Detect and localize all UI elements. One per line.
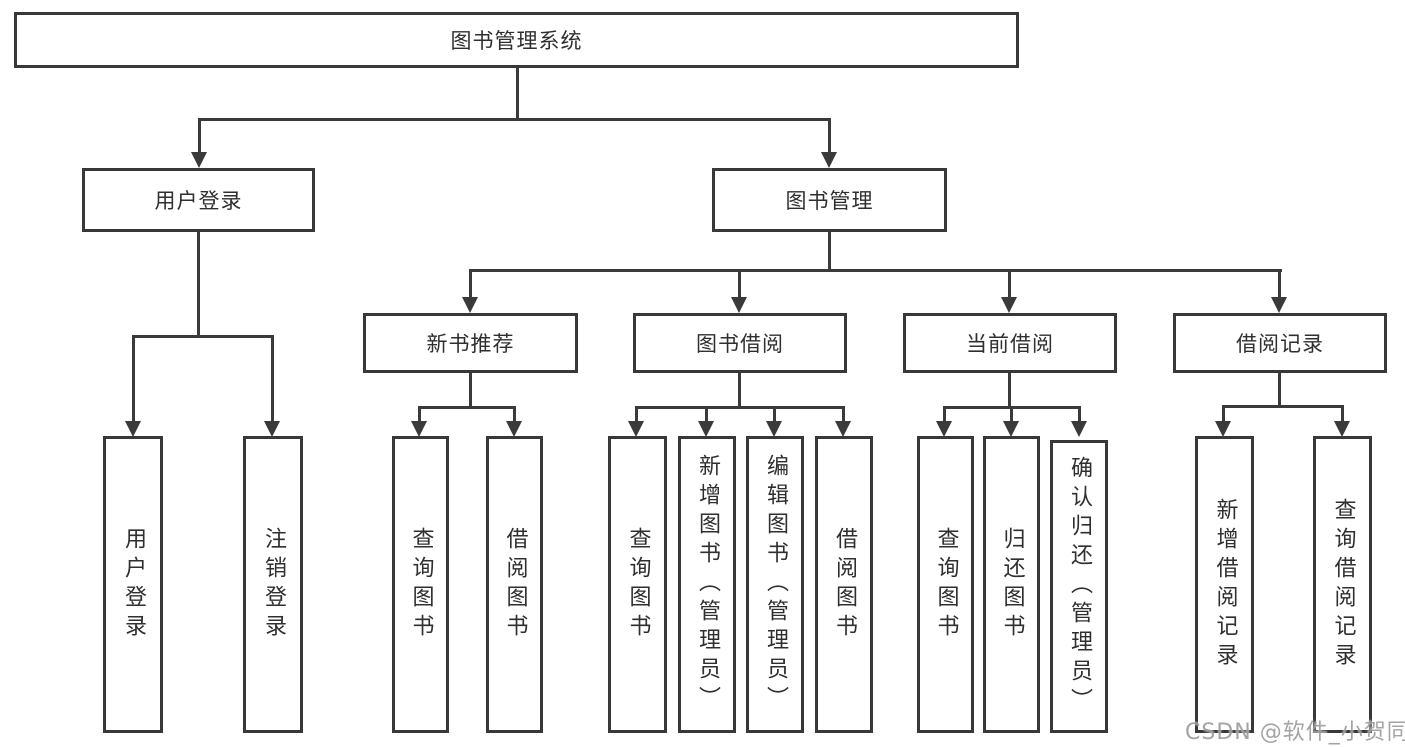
connector-drop xyxy=(1078,406,1081,421)
leaf-query-books-borrow: 查询图书 xyxy=(608,436,667,733)
connector-drop xyxy=(773,406,776,421)
connector-drop xyxy=(842,406,845,421)
connector-drop xyxy=(418,406,421,421)
connector-drop xyxy=(1341,405,1344,421)
connector-drop xyxy=(738,269,741,297)
leaf-label: 确认归还（管理员） xyxy=(1067,456,1092,717)
connector-drop xyxy=(1222,405,1225,421)
connector-drop xyxy=(635,406,638,421)
leaf-edit-book-admin: 编辑图书（管理员） xyxy=(746,436,804,733)
connector-bookmgmt-stem xyxy=(828,232,831,272)
arrow-down-icon xyxy=(1334,421,1350,437)
leaf-label: 查询图书 xyxy=(408,526,434,643)
connector-bar xyxy=(418,406,516,409)
arrow-down-icon xyxy=(821,152,837,168)
connector-drop xyxy=(271,335,274,421)
node-root-label: 图书管理系统 xyxy=(450,29,583,53)
leaf-add-borrow-record: 新增借阅记录 xyxy=(1195,436,1254,733)
leaf-label: 查询图书 xyxy=(625,526,651,643)
node-user-login: 用户登录 xyxy=(82,168,315,232)
csdn-watermark: CSDN @软件_小贺同学 xyxy=(1185,720,1405,745)
connector-drop xyxy=(1278,269,1281,297)
arrow-down-icon xyxy=(731,297,747,313)
arrow-down-icon xyxy=(411,421,427,437)
node-current-borrow: 当前借阅 xyxy=(903,313,1117,373)
leaf-return-book: 归还图书 xyxy=(983,436,1040,733)
connector-userlogin-stem xyxy=(197,232,200,335)
leaf-user-login-label: 用户登录 xyxy=(121,526,146,643)
leaf-query-books-current: 查询图书 xyxy=(917,436,974,733)
connector-stem xyxy=(469,373,472,408)
arrow-down-icon xyxy=(766,421,782,437)
leaf-borrow-books-recommend: 借阅图书 xyxy=(486,436,543,733)
leaf-logout: 注销登录 xyxy=(243,436,303,733)
arrow-down-icon xyxy=(264,421,280,437)
leaf-query-books-recommend: 查询图书 xyxy=(392,436,449,733)
leaf-label: 归还图书 xyxy=(999,526,1025,643)
connector-drop xyxy=(469,269,472,297)
arrow-down-icon xyxy=(628,421,644,437)
connector-stem xyxy=(1008,373,1011,408)
arrow-down-icon xyxy=(462,297,478,313)
arrow-down-icon xyxy=(125,421,141,437)
arrow-down-icon xyxy=(835,421,851,437)
leaf-borrow-book: 借阅图书 xyxy=(815,436,873,733)
node-borrow-records-label: 借阅记录 xyxy=(1236,332,1324,356)
node-current-borrow-label: 当前借阅 xyxy=(966,332,1054,356)
connector-stem xyxy=(1278,373,1281,407)
connector-drop xyxy=(132,335,135,421)
arrow-down-icon xyxy=(1215,421,1231,437)
connector-bar xyxy=(635,406,845,409)
connector-drop xyxy=(705,406,708,421)
node-root: 图书管理系统 xyxy=(14,12,1019,68)
leaf-confirm-return-admin: 确认归还（管理员） xyxy=(1050,440,1108,733)
connector-root-bar xyxy=(198,118,831,121)
node-book-management-label: 图书管理 xyxy=(785,189,874,213)
node-user-login-label: 用户登录 xyxy=(154,189,243,213)
leaf-user-login: 用户登录 xyxy=(103,436,163,733)
arrow-down-icon xyxy=(1001,297,1017,313)
connector-bookmgmt-bar xyxy=(469,269,1282,272)
arrow-down-icon xyxy=(1003,421,1019,437)
leaf-label: 借阅图书 xyxy=(832,526,857,643)
node-book-borrow-label: 图书借阅 xyxy=(696,332,784,356)
leaf-label: 查询图书 xyxy=(933,526,959,643)
leaf-label: 编辑图书（管理员） xyxy=(763,454,788,715)
node-borrow-records: 借阅记录 xyxy=(1173,313,1387,373)
arrow-down-icon xyxy=(698,421,714,437)
connector-userlogin-bar xyxy=(132,335,274,338)
connector-root-stem xyxy=(516,68,519,119)
leaf-label: 新增图书（管理员） xyxy=(695,454,720,715)
leaf-label: 新增借阅记录 xyxy=(1212,497,1238,672)
arrow-down-icon xyxy=(191,152,207,168)
leaf-label: 查询借阅记录 xyxy=(1330,497,1356,672)
connector-drop-book-mgmt xyxy=(828,118,831,152)
leaf-label: 借阅图书 xyxy=(502,526,528,643)
arrow-down-icon xyxy=(1271,297,1287,313)
connector-stem xyxy=(738,373,741,408)
connector-drop xyxy=(1010,406,1013,421)
arrow-down-icon xyxy=(1071,421,1087,437)
node-book-management: 图书管理 xyxy=(712,168,947,232)
arrow-down-icon xyxy=(506,421,522,437)
node-book-borrow: 图书借阅 xyxy=(633,313,847,373)
leaf-query-borrow-record: 查询借阅记录 xyxy=(1313,436,1372,733)
connector-drop-user-login xyxy=(198,118,201,152)
leaf-logout-label: 注销登录 xyxy=(261,526,286,643)
arrow-down-icon xyxy=(936,421,952,437)
node-new-book-recommend: 新书推荐 xyxy=(363,313,578,373)
connector-drop xyxy=(513,406,516,421)
connector-drop xyxy=(943,406,946,421)
leaf-add-book-admin: 新增图书（管理员） xyxy=(678,436,736,733)
node-new-book-recommend-label: 新书推荐 xyxy=(426,332,515,356)
connector-drop xyxy=(1008,269,1011,297)
connector-bar xyxy=(1222,405,1344,408)
